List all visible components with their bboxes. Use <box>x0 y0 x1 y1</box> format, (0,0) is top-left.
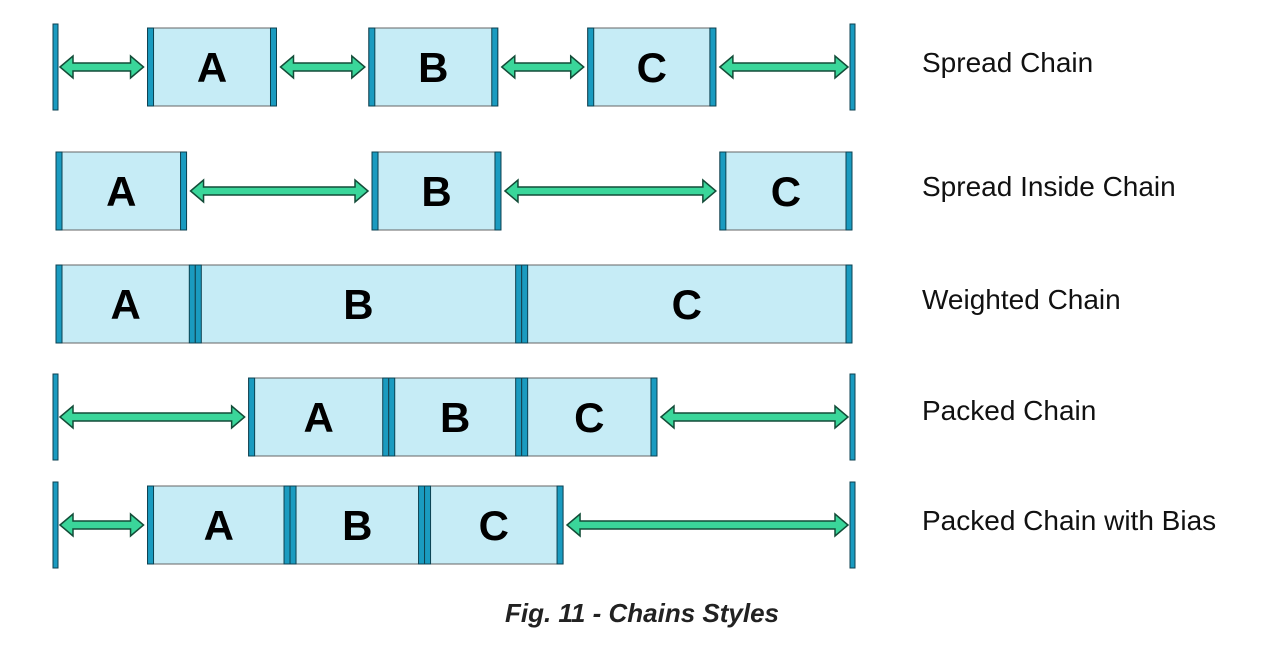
box-edge-left <box>371 151 379 231</box>
box-edge-right <box>494 151 502 231</box>
chain-track: A B C <box>52 481 856 569</box>
box-edge-left <box>424 485 432 565</box>
box-label: A <box>197 44 227 91</box>
double-arrow <box>58 512 145 538</box>
box-edge-right <box>418 485 426 565</box>
chain-box <box>147 485 291 565</box>
chain-track: A B C <box>52 23 856 111</box>
box-label: A <box>106 168 136 215</box>
chain-box <box>371 151 502 231</box>
box-edge-left <box>55 264 63 344</box>
box-edge-right <box>283 485 291 565</box>
box-label: B <box>440 394 470 441</box>
box-edge-left <box>368 27 376 107</box>
chain-track: A B C <box>52 373 856 461</box>
row-label: Packed Chain <box>922 395 1097 426</box>
chain-box <box>147 27 277 107</box>
box-edge-right <box>709 27 717 107</box>
box-label: C <box>479 502 509 549</box>
box-edge-right <box>188 264 196 344</box>
double-arrow <box>500 54 585 80</box>
chain-box <box>521 377 658 457</box>
chain-box <box>194 264 523 344</box>
parent-wall-left <box>52 23 59 111</box>
row-spread-inside-chain: A B C Spread Inside Chain <box>0 146 1284 236</box>
parent-wall-left <box>52 373 59 461</box>
row-weighted-chain: A B C Weighted Chain <box>0 259 1284 349</box>
box-edge-right <box>556 485 564 565</box>
box-edge-left <box>147 27 155 107</box>
double-arrow <box>279 54 366 80</box>
box-label: A <box>304 394 334 441</box>
parent-wall-right <box>849 373 856 461</box>
box-edge-right <box>180 151 188 231</box>
double-arrow <box>58 404 246 430</box>
box-edge-right <box>491 27 499 107</box>
box-edge-right <box>650 377 658 457</box>
double-arrow <box>565 512 850 538</box>
box-label: A <box>110 281 140 328</box>
row-label: Spread Chain <box>922 47 1094 78</box>
row-packed-chain: A B C Packed Chain <box>0 372 1284 462</box>
box-edge-left <box>289 485 297 565</box>
double-arrow <box>189 178 370 204</box>
box-label: C <box>637 44 667 91</box>
row-label: Packed Chain with Bias <box>922 505 1217 536</box>
box-label: B <box>421 168 451 215</box>
double-arrow <box>718 54 850 80</box>
double-arrow <box>659 404 850 430</box>
box-edge-left <box>248 377 256 457</box>
chain-box <box>248 377 390 457</box>
box-edge-left <box>587 27 595 107</box>
row-packed-chain-with-bias: A B C Packed Chain with Bias <box>0 480 1284 570</box>
chain-box <box>289 485 426 565</box>
box-edge-left <box>147 485 155 565</box>
box-edge-left <box>194 264 202 344</box>
chain-box <box>719 151 853 231</box>
box-edge-left <box>388 377 396 457</box>
box-edge-left <box>521 377 529 457</box>
chain-track: A B C <box>55 264 853 344</box>
box-edge-right <box>269 27 277 107</box>
box-edge-right <box>845 264 853 344</box>
box-label: C <box>771 168 801 215</box>
box-edge-left <box>521 264 529 344</box>
parent-wall-right <box>849 23 856 111</box>
box-label: B <box>343 281 373 328</box>
double-arrow <box>58 54 145 80</box>
box-label: C <box>574 394 604 441</box>
parent-wall-right <box>849 481 856 569</box>
chain-box <box>55 264 196 344</box>
parent-wall-left <box>52 481 59 569</box>
box-edge-right <box>515 264 523 344</box>
row-label: Spread Inside Chain <box>922 171 1176 202</box>
chain-box <box>587 27 717 107</box>
double-arrow <box>503 178 718 204</box>
box-label: B <box>418 44 448 91</box>
chain-box <box>424 485 564 565</box>
row-label: Weighted Chain <box>922 284 1121 315</box>
box-edge-right <box>845 151 853 231</box>
box-label: A <box>204 502 234 549</box>
box-label: B <box>342 502 372 549</box>
chain-track: A B C <box>55 151 853 231</box>
box-edge-left <box>55 151 63 231</box>
box-edge-left <box>719 151 727 231</box>
box-edge-right <box>515 377 523 457</box>
chain-box <box>368 27 499 107</box>
box-edge-right <box>382 377 390 457</box>
box-label: C <box>672 281 702 328</box>
figure-caption: Fig. 11 - Chains Styles <box>504 598 780 628</box>
chain-box <box>55 151 188 231</box>
row-spread-chain: A B C Spread Chain <box>0 22 1284 112</box>
